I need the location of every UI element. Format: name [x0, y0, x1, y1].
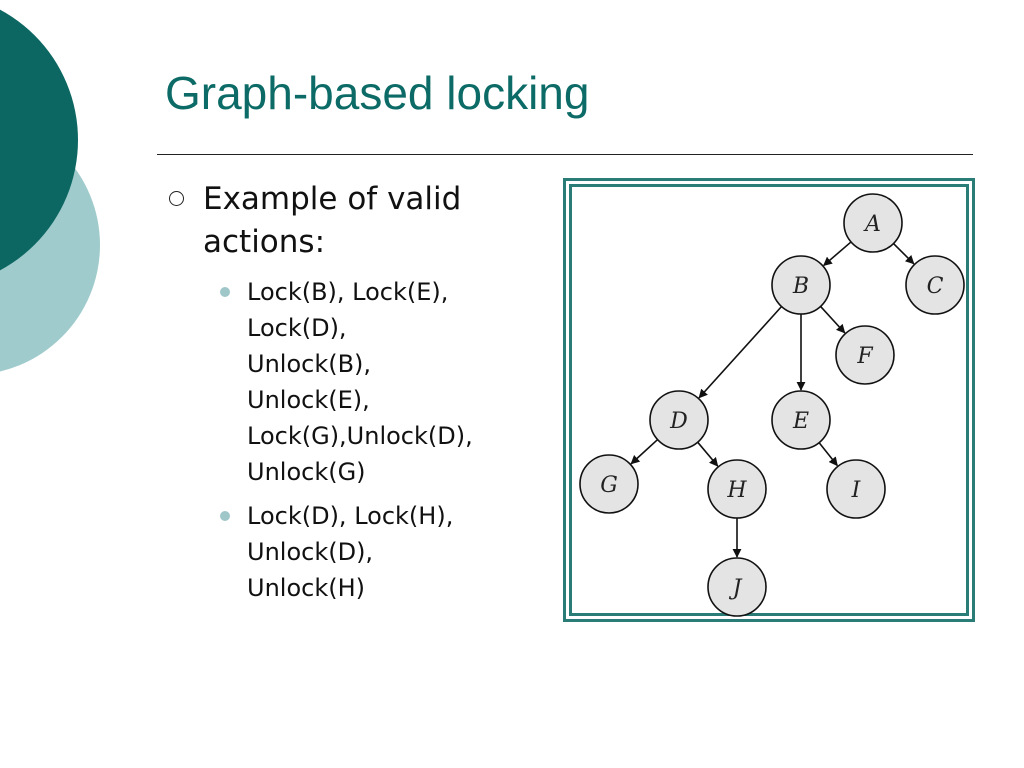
- node-label: J: [729, 576, 743, 601]
- node-i: I: [826, 459, 886, 519]
- node-circle: [771, 255, 831, 315]
- node-circle: [771, 390, 831, 450]
- slide-title: Graph-based locking: [165, 67, 590, 119]
- node-circle: [707, 459, 767, 519]
- node-h: H: [707, 459, 767, 519]
- bullet-text: Example of valid actions:: [203, 181, 462, 260]
- edge-b-f: [819, 305, 846, 334]
- dot-bullet-icon: [220, 287, 230, 297]
- node-e: E: [771, 390, 831, 450]
- tree-figure-frame: A B C D E F G H I J: [563, 178, 975, 622]
- edge-d-g: [630, 438, 659, 465]
- edge-a-c: [892, 242, 915, 265]
- node-f: F: [835, 325, 895, 385]
- edge-a-b: [823, 241, 852, 267]
- bullet-level1: Example of valid actions:: [165, 178, 555, 264]
- node-j: J: [707, 557, 767, 617]
- tree-figure-inner-frame: [569, 184, 969, 616]
- node-d: D: [649, 390, 709, 450]
- node-label: G: [600, 473, 618, 498]
- node-circle: [905, 255, 965, 315]
- node-a: A: [843, 193, 903, 253]
- sub-bullet-text: Lock(B), Lock(E), Lock(D), Unlock(B), Un…: [247, 278, 473, 486]
- title-divider: [157, 154, 973, 155]
- node-b: B: [771, 255, 831, 315]
- edge-b-d: [698, 305, 783, 399]
- node-circle: [579, 454, 639, 514]
- node-circle: [649, 390, 709, 450]
- tree-graph: A B C D E F G H I J: [579, 193, 965, 617]
- edge-e-i: [818, 442, 838, 467]
- node-circle: [826, 459, 886, 519]
- edge-d-h: [697, 441, 719, 467]
- node-circle: [707, 557, 767, 617]
- sub-bullet: Lock(B), Lock(E), Lock(D), Unlock(B), Un…: [217, 274, 555, 490]
- node-label: I: [851, 478, 862, 503]
- sub-bullet: Lock(D), Lock(H), Unlock(D), Unlock(H): [217, 498, 555, 606]
- node-label: E: [792, 409, 809, 434]
- node-c: C: [905, 255, 965, 315]
- sub-bullet-list: Lock(B), Lock(E), Lock(D), Unlock(B), Un…: [217, 274, 555, 606]
- node-label: D: [669, 409, 688, 434]
- node-label: B: [792, 274, 809, 299]
- node-label: A: [863, 212, 881, 237]
- node-circle: [835, 325, 895, 385]
- node-label: C: [927, 274, 944, 299]
- node-circle: [843, 193, 903, 253]
- dot-bullet-icon: [220, 511, 230, 521]
- sub-bullet-text: Lock(D), Lock(H), Unlock(D), Unlock(H): [247, 502, 454, 602]
- node-g: G: [579, 454, 639, 514]
- hollow-circle-bullet-icon: [169, 191, 184, 206]
- bullet-list: Example of valid actions: Lock(B), Lock(…: [165, 178, 555, 614]
- dark-circle-decoration: [0, 9, 78, 271]
- node-label: H: [726, 478, 747, 503]
- node-label: F: [856, 344, 873, 369]
- decorative-circles: [0, 9, 100, 372]
